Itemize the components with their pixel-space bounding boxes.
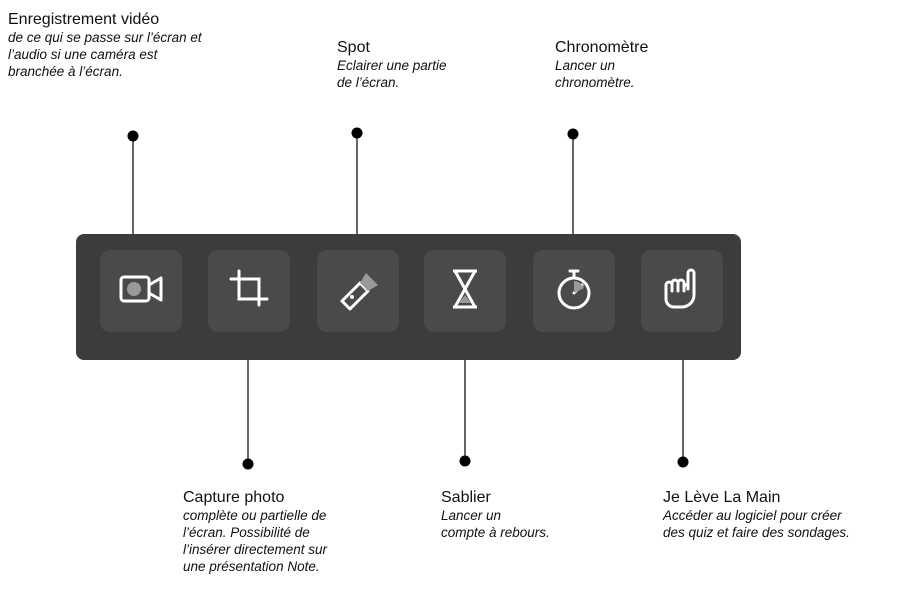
label-spot: Spot Eclairer une partie de l’écran. — [337, 38, 447, 91]
label-chrono: Chronomètre Lancer un chronomètre. — [555, 38, 648, 91]
label-main-desc: Accéder au logiciel pour créer des quiz … — [663, 508, 850, 540]
video-record-button[interactable] — [100, 250, 182, 332]
leader-dot-sablier — [459, 455, 471, 467]
label-video-title: Enregistrement vidéo — [8, 11, 160, 28]
leader-dot-main — [677, 456, 689, 468]
raised-hand-icon — [658, 265, 706, 318]
label-sablier: Sablier Lancer un compte à rebours. — [441, 488, 550, 541]
flashlight-icon — [334, 265, 382, 318]
leader-dot-video — [127, 130, 139, 142]
spot-button[interactable] — [317, 250, 399, 332]
leader-dot-spot — [351, 127, 363, 139]
video-camera-icon — [117, 265, 165, 318]
label-chrono-desc: Lancer un chronomètre. — [555, 58, 635, 90]
stopwatch-button[interactable] — [533, 250, 615, 332]
label-chrono-title: Chronomètre — [555, 39, 649, 56]
label-capture-desc: complète ou partielle de l’écran. Possib… — [183, 508, 328, 574]
label-spot-desc: Eclairer une partie de l’écran. — [337, 58, 447, 90]
label-main-title: Je Lève La Main — [663, 489, 781, 506]
crop-icon — [225, 265, 273, 318]
label-video-desc: de ce qui se passe sur l’écran et l’audi… — [8, 30, 202, 79]
label-capture: Capture photo complète ou partielle de l… — [183, 488, 327, 575]
hourglass-icon — [441, 265, 489, 318]
screen-capture-button[interactable] — [208, 250, 290, 332]
raise-hand-button[interactable] — [641, 250, 723, 332]
label-spot-title: Spot — [337, 39, 370, 56]
stopwatch-icon — [550, 265, 598, 318]
leader-dot-chrono — [567, 128, 579, 140]
tools-toolbar — [76, 234, 741, 360]
label-capture-title: Capture photo — [183, 489, 285, 506]
label-sablier-title: Sablier — [441, 489, 491, 506]
label-video: Enregistrement vidéo de ce qui se passe … — [8, 10, 202, 80]
hourglass-button[interactable] — [424, 250, 506, 332]
label-main: Je Lève La Main Accéder au logiciel pour… — [663, 488, 850, 541]
label-sablier-desc: Lancer un compte à rebours. — [441, 508, 550, 540]
leader-dot-capture — [242, 458, 254, 470]
